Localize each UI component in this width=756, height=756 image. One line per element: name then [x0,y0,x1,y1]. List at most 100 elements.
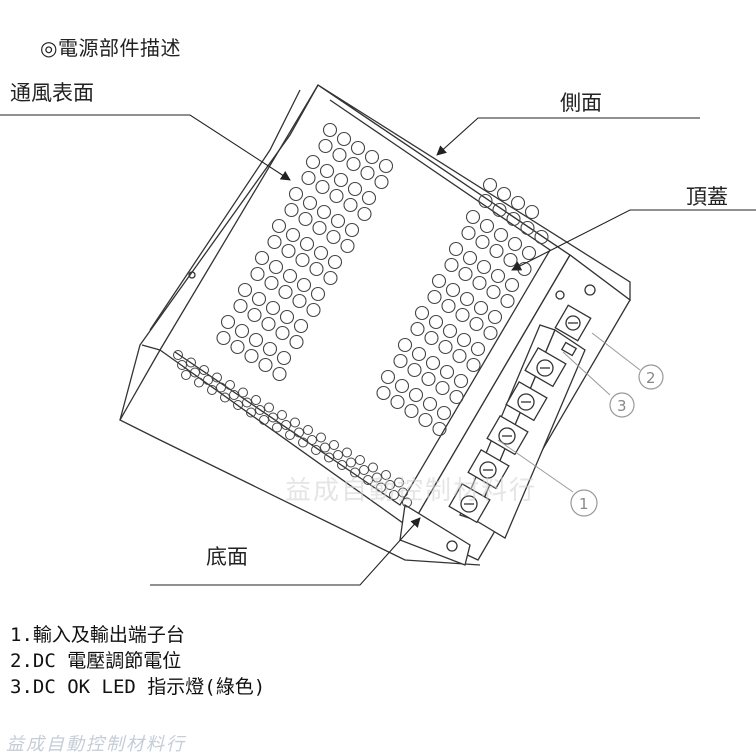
vent-hole [264,275,279,291]
vent-hole [207,385,217,395]
vent-hole [320,442,330,453]
vent-hole [323,270,338,286]
vent-hole [277,410,287,420]
terminal-block [448,304,592,539]
vent-hole [506,211,521,227]
vent-hole [313,245,329,261]
vent-hole [368,462,378,473]
vent-hole [407,362,422,378]
vent-hole [470,341,486,357]
vent-hole [520,220,535,236]
vent-hole [237,282,253,298]
vent-hole [374,174,389,190]
vent-hole [441,298,456,314]
vent-hole [346,457,356,468]
vent-hole [259,415,269,425]
vent-hole [271,218,287,234]
vent-hole [282,268,298,284]
vent-hole [177,360,187,370]
vent-hole [476,259,492,275]
legend-item: 2.DC 電壓調節電位 [10,650,182,672]
vent-hole [238,387,248,398]
vent-hole [414,305,430,321]
legend-item: 1.輸入及輸出端子台 [10,624,185,646]
vent-hole [432,421,447,437]
vent-hole [350,467,360,478]
vent-hole [452,348,467,364]
vent-hole [473,300,489,316]
vent-hole [380,369,396,385]
vent-hole [203,375,213,385]
leader-lines [0,114,756,586]
vent-hole [393,353,408,369]
vent-hole [421,371,436,387]
vent-hole [234,323,250,339]
vent-hole [389,490,399,500]
vent-hole [466,357,481,373]
vent-hole [250,266,265,282]
vent-hole [469,316,484,332]
vent-hole [258,357,273,373]
vent-hole [278,284,293,300]
vent-hole [276,350,292,366]
vent-hole [284,202,299,218]
vent-hole [316,204,332,220]
vent-hole [510,195,526,211]
callout-lines [497,332,641,493]
vent-hole [324,452,334,463]
vent-hole [425,355,441,371]
vent-hole [333,450,343,460]
vent-hole [404,403,419,419]
callout-circles [570,364,664,517]
vent-hole [294,427,304,438]
vent-hole [507,236,523,252]
vent-hole [272,366,287,382]
vent-hole [199,365,209,375]
vent-hole [265,300,281,316]
vent-hole [402,497,412,508]
vent-hole [448,241,464,257]
vent-hole [439,364,455,380]
vent-hole [347,181,363,197]
vent-hole [449,389,464,405]
vent-hole [482,177,498,193]
vent-hole [461,225,476,241]
vent-hole [342,447,352,458]
vent-hole [372,472,382,483]
vent-hole [336,131,352,147]
vent-hole [327,254,343,270]
vent-hole [301,170,316,186]
parts-legend: 1.輸入及輸出端子台 2.DC 電壓調節電位 3.DC OK LED 指示燈(綠… [10,622,265,700]
vent-hole [410,321,425,337]
vent-hole [315,179,330,195]
vent-hole [346,156,361,172]
vent-hole [322,122,338,138]
vent-hole [438,339,453,355]
vent-hole [378,158,394,174]
vent-holes-bottom [173,350,412,508]
vent-hole [397,337,413,353]
vent-hole [307,435,317,445]
vent-hole [333,172,349,188]
vent-hole [309,261,324,277]
vent-hole [254,250,270,266]
vent-hole [229,390,239,400]
vent-hole [288,186,304,202]
vent-hole [500,293,515,309]
vent-hole [225,380,235,390]
leader-vent [0,114,291,181]
vent-hole [293,318,309,334]
vent-hole [427,289,442,305]
vent-hole [493,227,509,243]
vent-hole [487,309,503,325]
leader-side [436,117,700,156]
vent-hole [242,397,252,408]
watermark-footer: 益成自動控制材料行 [6,734,186,755]
vent-hole [262,341,278,357]
vent-hole [173,350,183,360]
vent-hole [337,460,347,470]
vent-hole [398,487,408,498]
vent-hole [376,385,391,401]
vent-hole [285,430,295,440]
